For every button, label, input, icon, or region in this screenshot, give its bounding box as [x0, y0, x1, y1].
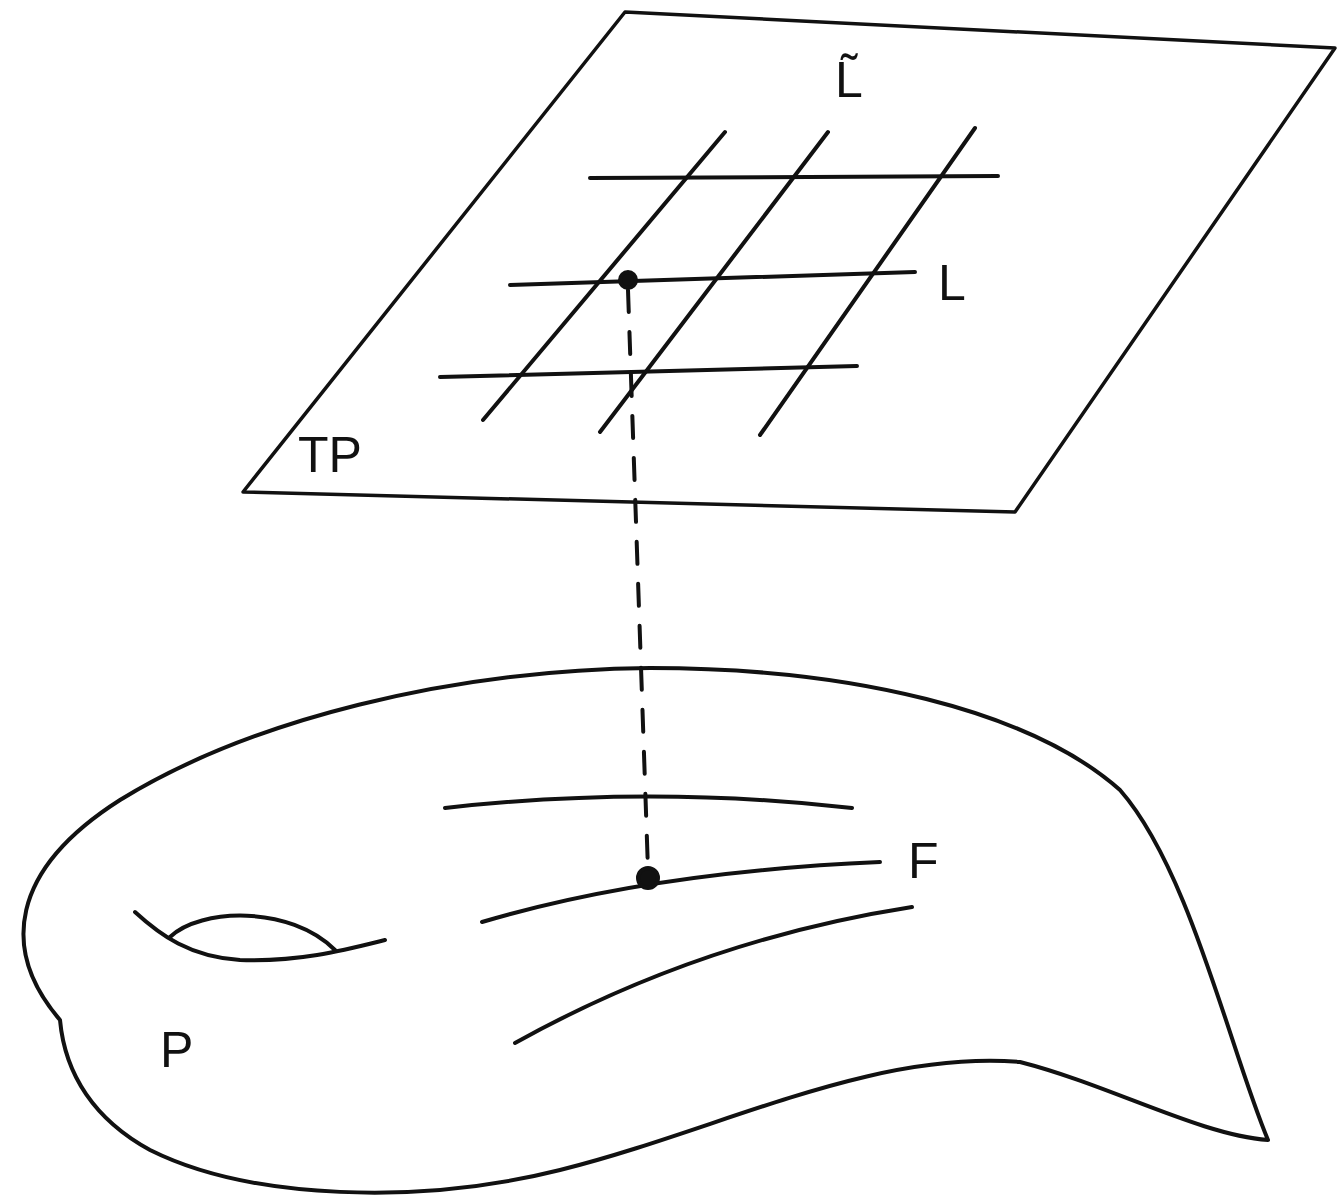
hole — [135, 912, 385, 960]
tangent-plane — [243, 12, 1335, 512]
leaves — [445, 797, 912, 1044]
leaf-label: L̃ — [835, 55, 863, 105]
leaf-label: L — [938, 258, 966, 308]
plane-label: TP — [298, 430, 362, 480]
grid — [440, 128, 998, 435]
point — [638, 868, 658, 888]
surface — [24, 668, 1268, 1193]
foliation-label: F — [908, 836, 939, 886]
projection-line — [628, 290, 648, 870]
point — [620, 272, 636, 288]
surface-label: P — [160, 1025, 193, 1075]
